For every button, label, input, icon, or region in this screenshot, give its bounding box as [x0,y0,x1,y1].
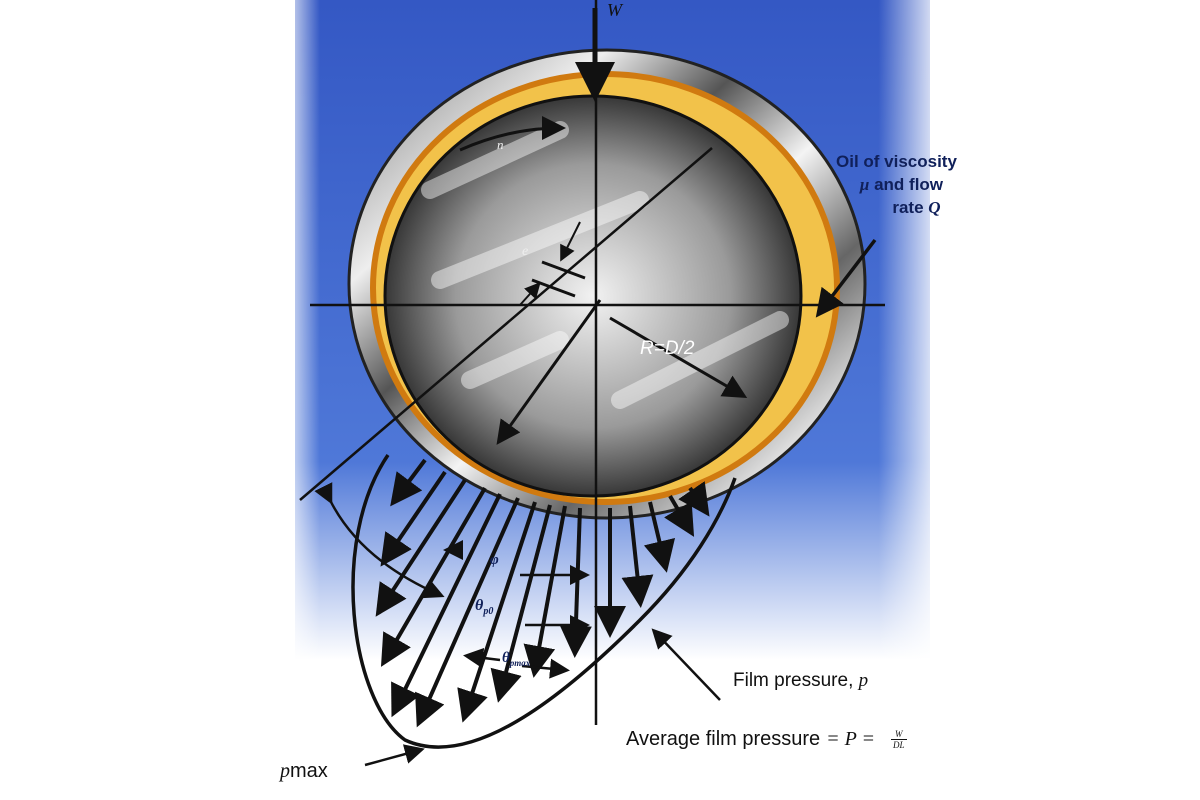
theta-symbol: θ [475,597,484,614]
film-pressure-label: Film pressure, p [733,670,868,692]
phi-label: φ [490,552,499,568]
film-pressure-text: Film pressure, [733,670,854,691]
numerator: W [891,729,907,740]
average-pressure-text: Average film pressure [626,728,821,750]
journal-shaft [383,94,803,498]
theta-pmax-sub: pmax [509,658,531,668]
p-symbol: p [858,670,869,691]
q-symbol: Q [928,198,941,217]
theta-p0-sub: p0 [483,606,494,618]
max-subscript: max [290,760,328,782]
oil-line-3: rate [892,198,924,217]
oil-label: Oil of viscosity μ and flow rate Q [836,150,957,219]
average-pressure-equation: Average film pressure = P = W DL [626,728,907,751]
eccentricity-label: e [522,244,529,259]
oil-line-2: and flow [874,175,944,194]
pmax-label: pmax [280,760,328,783]
p-symbol: p [280,760,290,782]
theta-pmax-label: θpmax [502,650,530,668]
oil-line-1: Oil of viscosity [836,152,957,171]
rotation-label: n [497,137,504,152]
mu-symbol: μ [859,175,870,194]
equals-p: = P = [826,728,876,750]
load-label: W [607,0,622,20]
theta-symbol: θ [502,650,510,666]
denominator: DL [893,740,905,750]
radius-label: R=D/2 [640,338,695,359]
fraction: W DL [891,729,907,750]
theta-p0-label: θp0 [475,597,493,617]
